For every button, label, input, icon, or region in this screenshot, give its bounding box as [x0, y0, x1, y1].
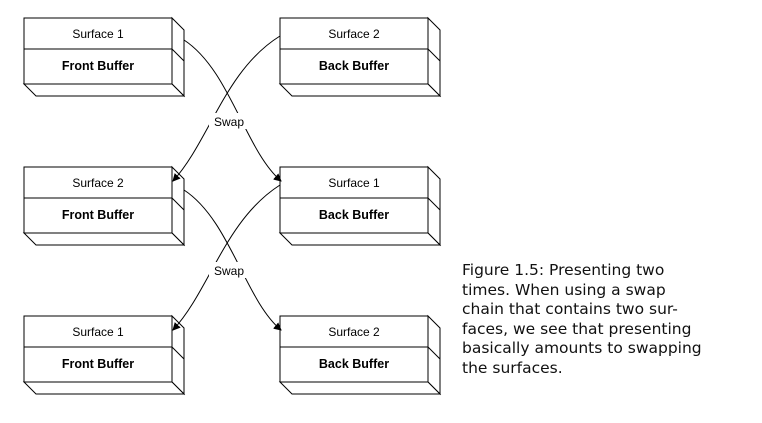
- buffer-label: Front Buffer: [62, 357, 134, 371]
- swap-arrow-middle-left-to-bottom-right: [183, 189, 282, 331]
- surface-label: Surface 2: [328, 325, 380, 339]
- surface-label: Surface 1: [72, 27, 124, 41]
- buffer-label: Front Buffer: [62, 59, 134, 73]
- box-surface1-front-top: Surface 1 Front Buffer: [22, 16, 186, 98]
- surface-label: Surface 2: [72, 176, 124, 190]
- caption-line: Figure 1.5: Presenting two: [462, 261, 665, 279]
- caption-line: times. When using a swap: [462, 280, 666, 299]
- box-surface2-back-top: Surface 2 Back Buffer: [278, 16, 442, 98]
- buffer-label: Back Buffer: [319, 357, 389, 371]
- swap-label: Swap: [214, 264, 244, 278]
- buffer-label: Back Buffer: [319, 208, 389, 222]
- surface-label: Surface 1: [328, 176, 380, 190]
- swap-arrow-top-left-to-middle-right: [183, 39, 282, 182]
- surface-label: Surface 2: [328, 27, 380, 41]
- caption-line: the surfaces.: [462, 358, 563, 377]
- surface-label: Surface 1: [72, 325, 124, 339]
- swap-label: Swap: [214, 115, 244, 129]
- swap-arrow-middle-right-to-bottom-left: [172, 184, 281, 331]
- box-surface1-front-bottom: Surface 1 Front Buffer: [22, 314, 186, 396]
- caption-line: basically amounts to swapping: [462, 339, 702, 357]
- caption-line: faces, we see that presenting: [462, 319, 692, 338]
- swap-label-bg: [209, 262, 249, 278]
- box-surface2-front-middle: Surface 2 Front Buffer: [22, 165, 186, 247]
- caption-line: chain that contains two sur-: [462, 300, 678, 318]
- box-surface2-back-bottom: Surface 2 Back Buffer: [278, 314, 442, 396]
- swap-arrow-top-right-to-middle-left: [172, 35, 281, 182]
- buffer-label: Back Buffer: [319, 59, 389, 73]
- swap-label-bg: [209, 113, 249, 129]
- buffer-label: Front Buffer: [62, 208, 134, 222]
- figure-caption: Figure 1.5: Presenting two times. When u…: [462, 261, 754, 378]
- box-surface1-back-middle: Surface 1 Back Buffer: [278, 165, 442, 247]
